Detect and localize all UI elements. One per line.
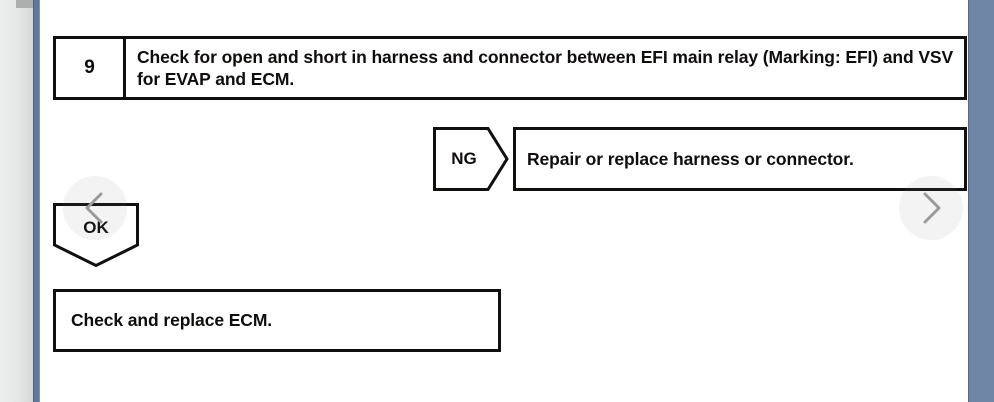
page-sheet: 9 Check for open and short in harness an… bbox=[40, 0, 968, 402]
ng-result-text: Repair or replace harness or connector. bbox=[527, 148, 854, 169]
ok-result-text: Check and replace ECM. bbox=[71, 310, 273, 330]
page-edge-rail-right bbox=[968, 0, 994, 402]
step-box: 9 Check for open and short in harness an… bbox=[53, 36, 967, 100]
scrollbar-thumb[interactable] bbox=[16, 0, 33, 8]
chevron-right-icon bbox=[923, 192, 941, 224]
ok-result-box: Check and replace ECM. bbox=[53, 289, 501, 352]
chevron-left-icon bbox=[85, 192, 103, 224]
ng-result-box: Repair or replace harness or connector. bbox=[513, 127, 967, 191]
step-number: 9 bbox=[84, 57, 95, 78]
next-page-button[interactable] bbox=[899, 176, 963, 240]
pentagon-right-icon bbox=[433, 127, 509, 191]
step-instruction-text: Check for open and short in harness and … bbox=[137, 46, 954, 89]
step-number-cell: 9 bbox=[56, 39, 126, 97]
left-gutter bbox=[0, 0, 33, 402]
ok-connector-shape: OK bbox=[53, 203, 139, 267]
ng-connector-shape: NG bbox=[433, 127, 509, 191]
pentagon-down-icon bbox=[53, 203, 139, 267]
step-instruction-cell: Check for open and short in harness and … bbox=[126, 39, 964, 97]
prev-page-button[interactable] bbox=[63, 176, 127, 240]
page-edge-rail-left bbox=[33, 0, 40, 402]
ok-label: OK bbox=[83, 218, 109, 237]
ng-label: NG bbox=[451, 149, 477, 168]
